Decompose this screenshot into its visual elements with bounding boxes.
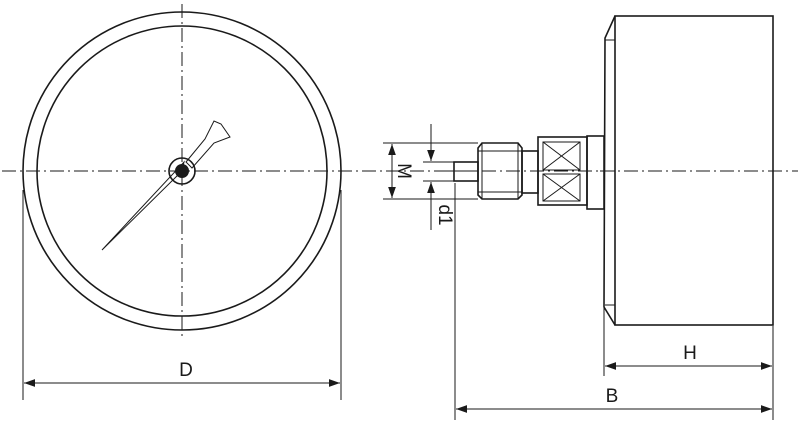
socket-flange bbox=[586, 135, 605, 210]
d1-label: d1 bbox=[434, 204, 455, 225]
side-view: M d1 H B bbox=[383, 15, 774, 420]
pointer-hub-ring bbox=[168, 157, 196, 185]
pointer-needle bbox=[101, 120, 231, 251]
front-view: D bbox=[2, 4, 798, 400]
pointer-hub bbox=[175, 164, 189, 178]
h-label: H bbox=[683, 343, 697, 364]
threaded-connection bbox=[477, 142, 523, 200]
m-label: M bbox=[393, 163, 414, 179]
housing-case bbox=[614, 15, 774, 326]
d-label: D bbox=[179, 360, 193, 381]
b-label: B bbox=[606, 386, 619, 407]
thread-neck bbox=[521, 150, 539, 194]
